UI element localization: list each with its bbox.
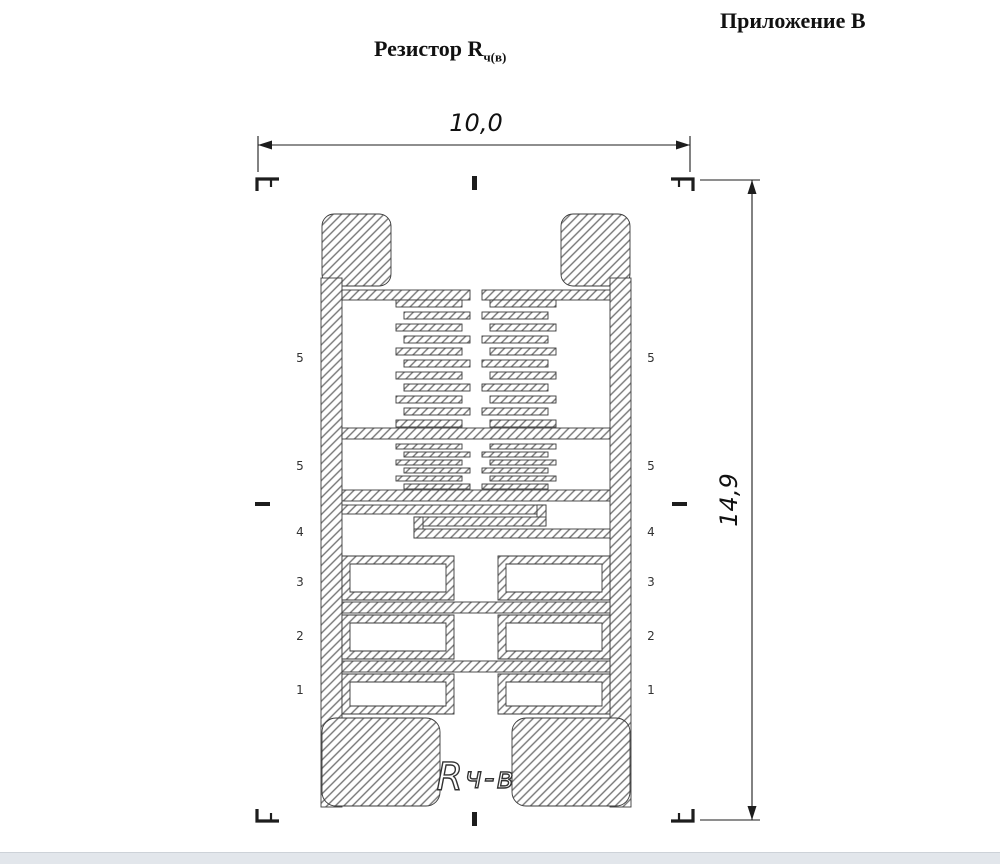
top-pad-right	[560, 213, 631, 287]
wide-meander	[341, 504, 611, 539]
serpentine-cap-left	[341, 289, 471, 301]
left-rail	[320, 277, 343, 808]
frame-row-3	[341, 673, 611, 715]
layer-mark-left-4: 3	[296, 575, 304, 589]
corner-mark-top-left	[255, 177, 279, 191]
layer-mark-right-3: 4	[647, 525, 655, 539]
corner-mark-bottom-right	[671, 809, 695, 823]
cross-bar-4	[341, 660, 611, 673]
tick-bottom-center	[472, 812, 477, 826]
resistor-designation-suffix: ч-в	[465, 761, 516, 795]
cross-bar-1	[341, 427, 611, 440]
width-dimension	[257, 136, 691, 172]
resistor-designation-prefix: R	[436, 755, 464, 799]
cross-bar-2	[341, 489, 611, 502]
viewer-footer-strip	[0, 852, 1000, 864]
arrowhead-left	[258, 140, 272, 150]
layer-marks: 5 5 4 3 2 1 5 5 4 3 2 1	[296, 351, 655, 697]
arrowhead-right	[676, 140, 690, 150]
bottom-pad-right	[511, 717, 631, 807]
serpentine-block-1	[395, 299, 557, 428]
layer-mark-left-3: 4	[296, 525, 304, 539]
figure-title: Резистор Rч(в)	[374, 36, 506, 65]
appendix-label: Приложение В	[720, 8, 866, 33]
serpentine-block-2	[395, 443, 557, 490]
top-pad-left	[321, 213, 392, 287]
tick-top-center	[472, 176, 477, 190]
frame-row-2	[341, 614, 611, 660]
resistor-designation: Rч-в	[436, 755, 515, 799]
serpentine-cap-right	[481, 289, 611, 301]
figure-title-text: Резистор R	[374, 36, 484, 61]
width-dimension-value: 10,0	[449, 109, 502, 137]
layer-mark-left-2: 5	[296, 459, 304, 473]
arrowhead-top	[747, 180, 757, 194]
topology-pattern	[320, 213, 632, 808]
layer-mark-left-6: 1	[296, 683, 304, 697]
height-dimension-value: 14,9	[715, 473, 743, 526]
arrowhead-bottom	[747, 806, 757, 820]
tick-right-middle	[672, 502, 687, 506]
bottom-pad-left	[321, 717, 441, 807]
corner-mark-top-right	[671, 177, 695, 191]
layer-mark-right-5: 2	[647, 629, 655, 643]
edge-ticks	[255, 176, 687, 826]
layer-mark-right-6: 1	[647, 683, 655, 697]
layer-mark-left-1: 5	[296, 351, 304, 365]
cross-bar-3	[341, 601, 611, 614]
layer-mark-right-1: 5	[647, 351, 655, 365]
height-dimension	[700, 179, 760, 821]
corner-mark-bottom-left	[255, 809, 279, 823]
frame-row-1	[341, 555, 611, 601]
figure-title-subscript: ч(в)	[483, 49, 507, 65]
corner-marks	[255, 177, 695, 823]
layer-mark-right-2: 5	[647, 459, 655, 473]
layer-mark-left-5: 2	[296, 629, 304, 643]
tick-left-middle	[255, 502, 270, 506]
right-rail	[609, 277, 632, 808]
layer-mark-right-4: 3	[647, 575, 655, 589]
